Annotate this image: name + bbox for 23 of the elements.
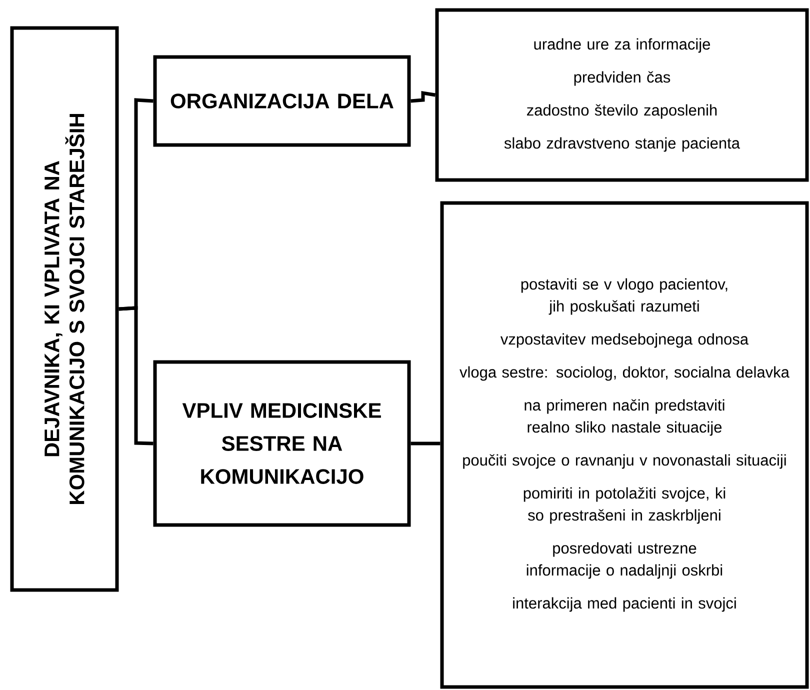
item-text: posredovati ustrezne informacije o nadaljnji oskrbi	[526, 542, 722, 579]
item-text: na primeren način predstaviti realno sliko nastale situacije	[524, 399, 724, 436]
heading-box	[153, 55, 411, 147]
item-text: slabo zdravstveno stanje pacienta	[504, 137, 740, 152]
text-box	[435, 8, 809, 182]
item-text: poučiti svojce o ravnanju v novonastali situaciji	[463, 454, 786, 469]
item-text: vloga sestre: sociolog, doktor, socialna delavka	[460, 366, 790, 381]
item-text: zadostno število zaposlenih	[527, 104, 717, 119]
item-text: vzpostavitev medsebojnega odnosa	[500, 333, 749, 348]
item-text: interakcija med pacienti in svojci	[513, 597, 736, 612]
text-box	[440, 201, 809, 689]
heading-box	[10, 26, 119, 592]
heading-text: VPLIV MEDICINSKE SESTRE NA KOMUNIKACIJO	[182, 403, 381, 484]
item-text: uradne ure za informacije	[534, 38, 710, 53]
heading-box	[153, 360, 411, 527]
item-text: pomiriti in potolažiti svojce, ki so prestrašeni in zaskrbljeni	[524, 487, 726, 524]
heading-text: DEJAVNIKA, KI VPLIVATA NA KOMUNIKACIJO S SVOJCI STAREJŠIH	[44, 114, 84, 504]
item-text: postaviti se v vlogo pacientov, jih poskušati razumeti	[521, 278, 728, 315]
connector-line	[410, 442, 440, 446]
connector-line	[410, 90, 436, 103]
item-text: predviden čas	[574, 71, 670, 86]
connector-line	[118, 306, 154, 446]
heading-text: ORGANIZACIJA DELA	[170, 94, 394, 108]
